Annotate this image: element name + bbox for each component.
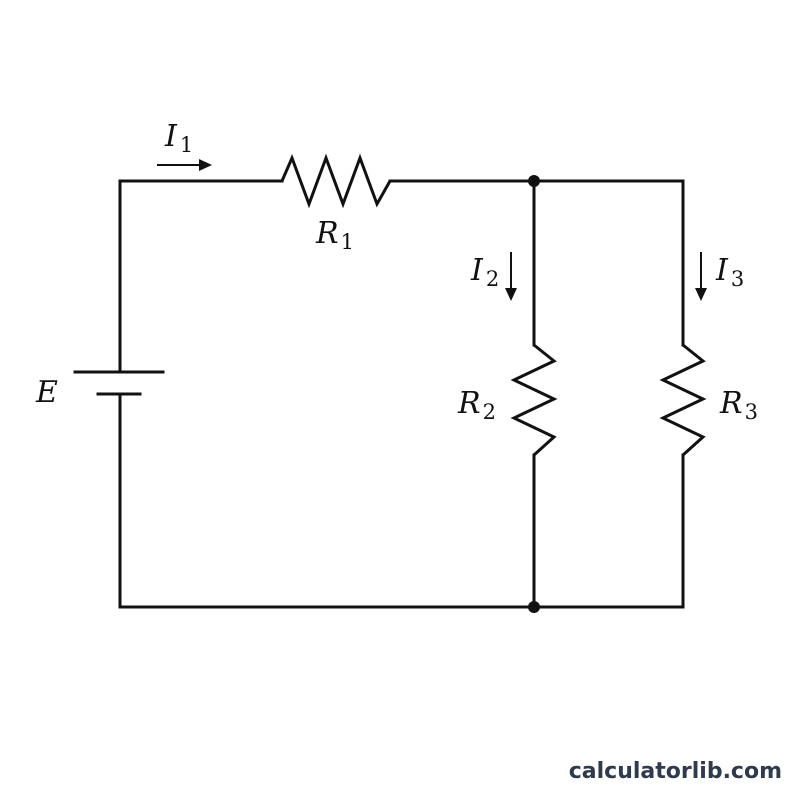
resistor-r3 bbox=[659, 343, 707, 457]
resistor-r1 bbox=[280, 153, 392, 209]
current-1-arrow bbox=[157, 159, 212, 171]
resistor-3-label: R3 bbox=[719, 386, 758, 424]
junction-bottom bbox=[528, 601, 540, 613]
current-2-arrow bbox=[505, 252, 517, 301]
watermark-text: calculatorlib.com bbox=[568, 759, 782, 784]
resistor-r2 bbox=[510, 343, 558, 457]
resistor-1-label: R1 bbox=[315, 216, 354, 254]
resistor-2-label: R2 bbox=[457, 386, 496, 424]
junction-top bbox=[528, 175, 540, 187]
left-wire-top bbox=[118, 179, 284, 372]
current-3-arrow bbox=[695, 252, 707, 301]
source-label-e: E bbox=[35, 375, 58, 410]
